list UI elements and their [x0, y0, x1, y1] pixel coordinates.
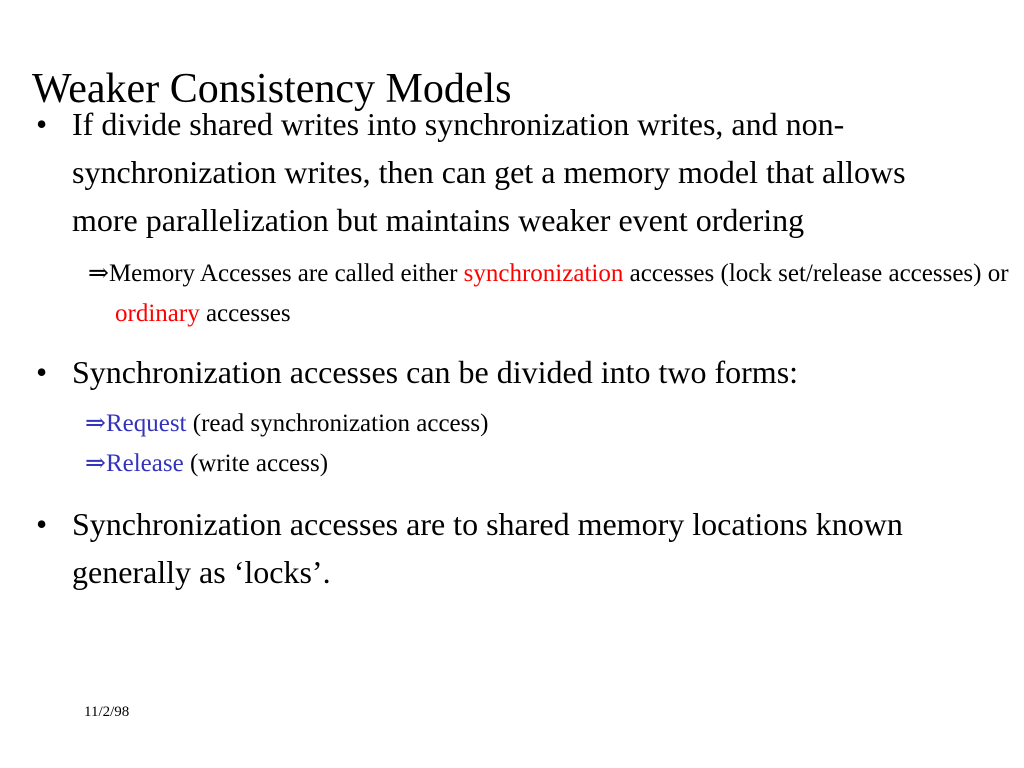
bullet-marker-icon: •	[36, 354, 48, 390]
bullet-text-2: Synchronization accesses can be divided …	[72, 354, 799, 390]
double-arrow-icon: ⇒	[85, 410, 106, 437]
sub-bullet-seg-4-highlight: ordinary	[115, 300, 200, 327]
bullet-item-2: • Synchronization accesses can be divide…	[0, 348, 1024, 396]
bullet-marker-icon: •	[36, 106, 48, 142]
double-arrow-icon: ⇒	[85, 450, 106, 477]
sub-bullet-item-request: ⇒Request (read synchronization access)	[0, 404, 1024, 444]
sub-bullet-seg-5: accesses	[199, 300, 291, 327]
spacer	[0, 244, 1024, 254]
bullet-text-3: Synchronization accesses are to shared m…	[72, 506, 903, 590]
sub-bullet-item-release: ⇒Release (write access)	[0, 444, 1024, 484]
sub-bullet-release-label: Release	[105, 450, 184, 477]
bullet-item-3: • Synchronization accesses are to shared…	[0, 500, 1024, 596]
bullet-item-1: • If divide shared writes into synchroni…	[0, 100, 1024, 244]
slide-title: Weaker Consistency Models	[32, 66, 512, 113]
sub-bullet-item-1: ⇒Memory Accesses are called either synch…	[0, 254, 1024, 334]
spacer	[0, 334, 1024, 348]
sub-bullet-seg-1: Memory Accesses are called either	[108, 260, 464, 287]
sub-bullet-request-desc: (read synchronization access)	[186, 410, 489, 437]
spacer	[0, 396, 1024, 404]
spacer	[0, 484, 1024, 500]
sub-bullet-seg-3: accesses (lock set/release accesses) or	[623, 260, 1009, 287]
sub-bullet-seg-2-highlight: synchronization	[463, 260, 624, 287]
sub-bullet-release-desc: (write access)	[183, 450, 329, 477]
slide-body: • If divide shared writes into synchroni…	[0, 100, 1024, 596]
double-arrow-icon: ⇒	[88, 260, 109, 287]
footer-date: 11/2/98	[84, 704, 130, 720]
bullet-marker-icon: •	[36, 506, 48, 542]
sub-bullet-request-label: Request	[105, 410, 187, 437]
bullet-text-1: If divide shared writes into synchroniza…	[72, 106, 906, 238]
